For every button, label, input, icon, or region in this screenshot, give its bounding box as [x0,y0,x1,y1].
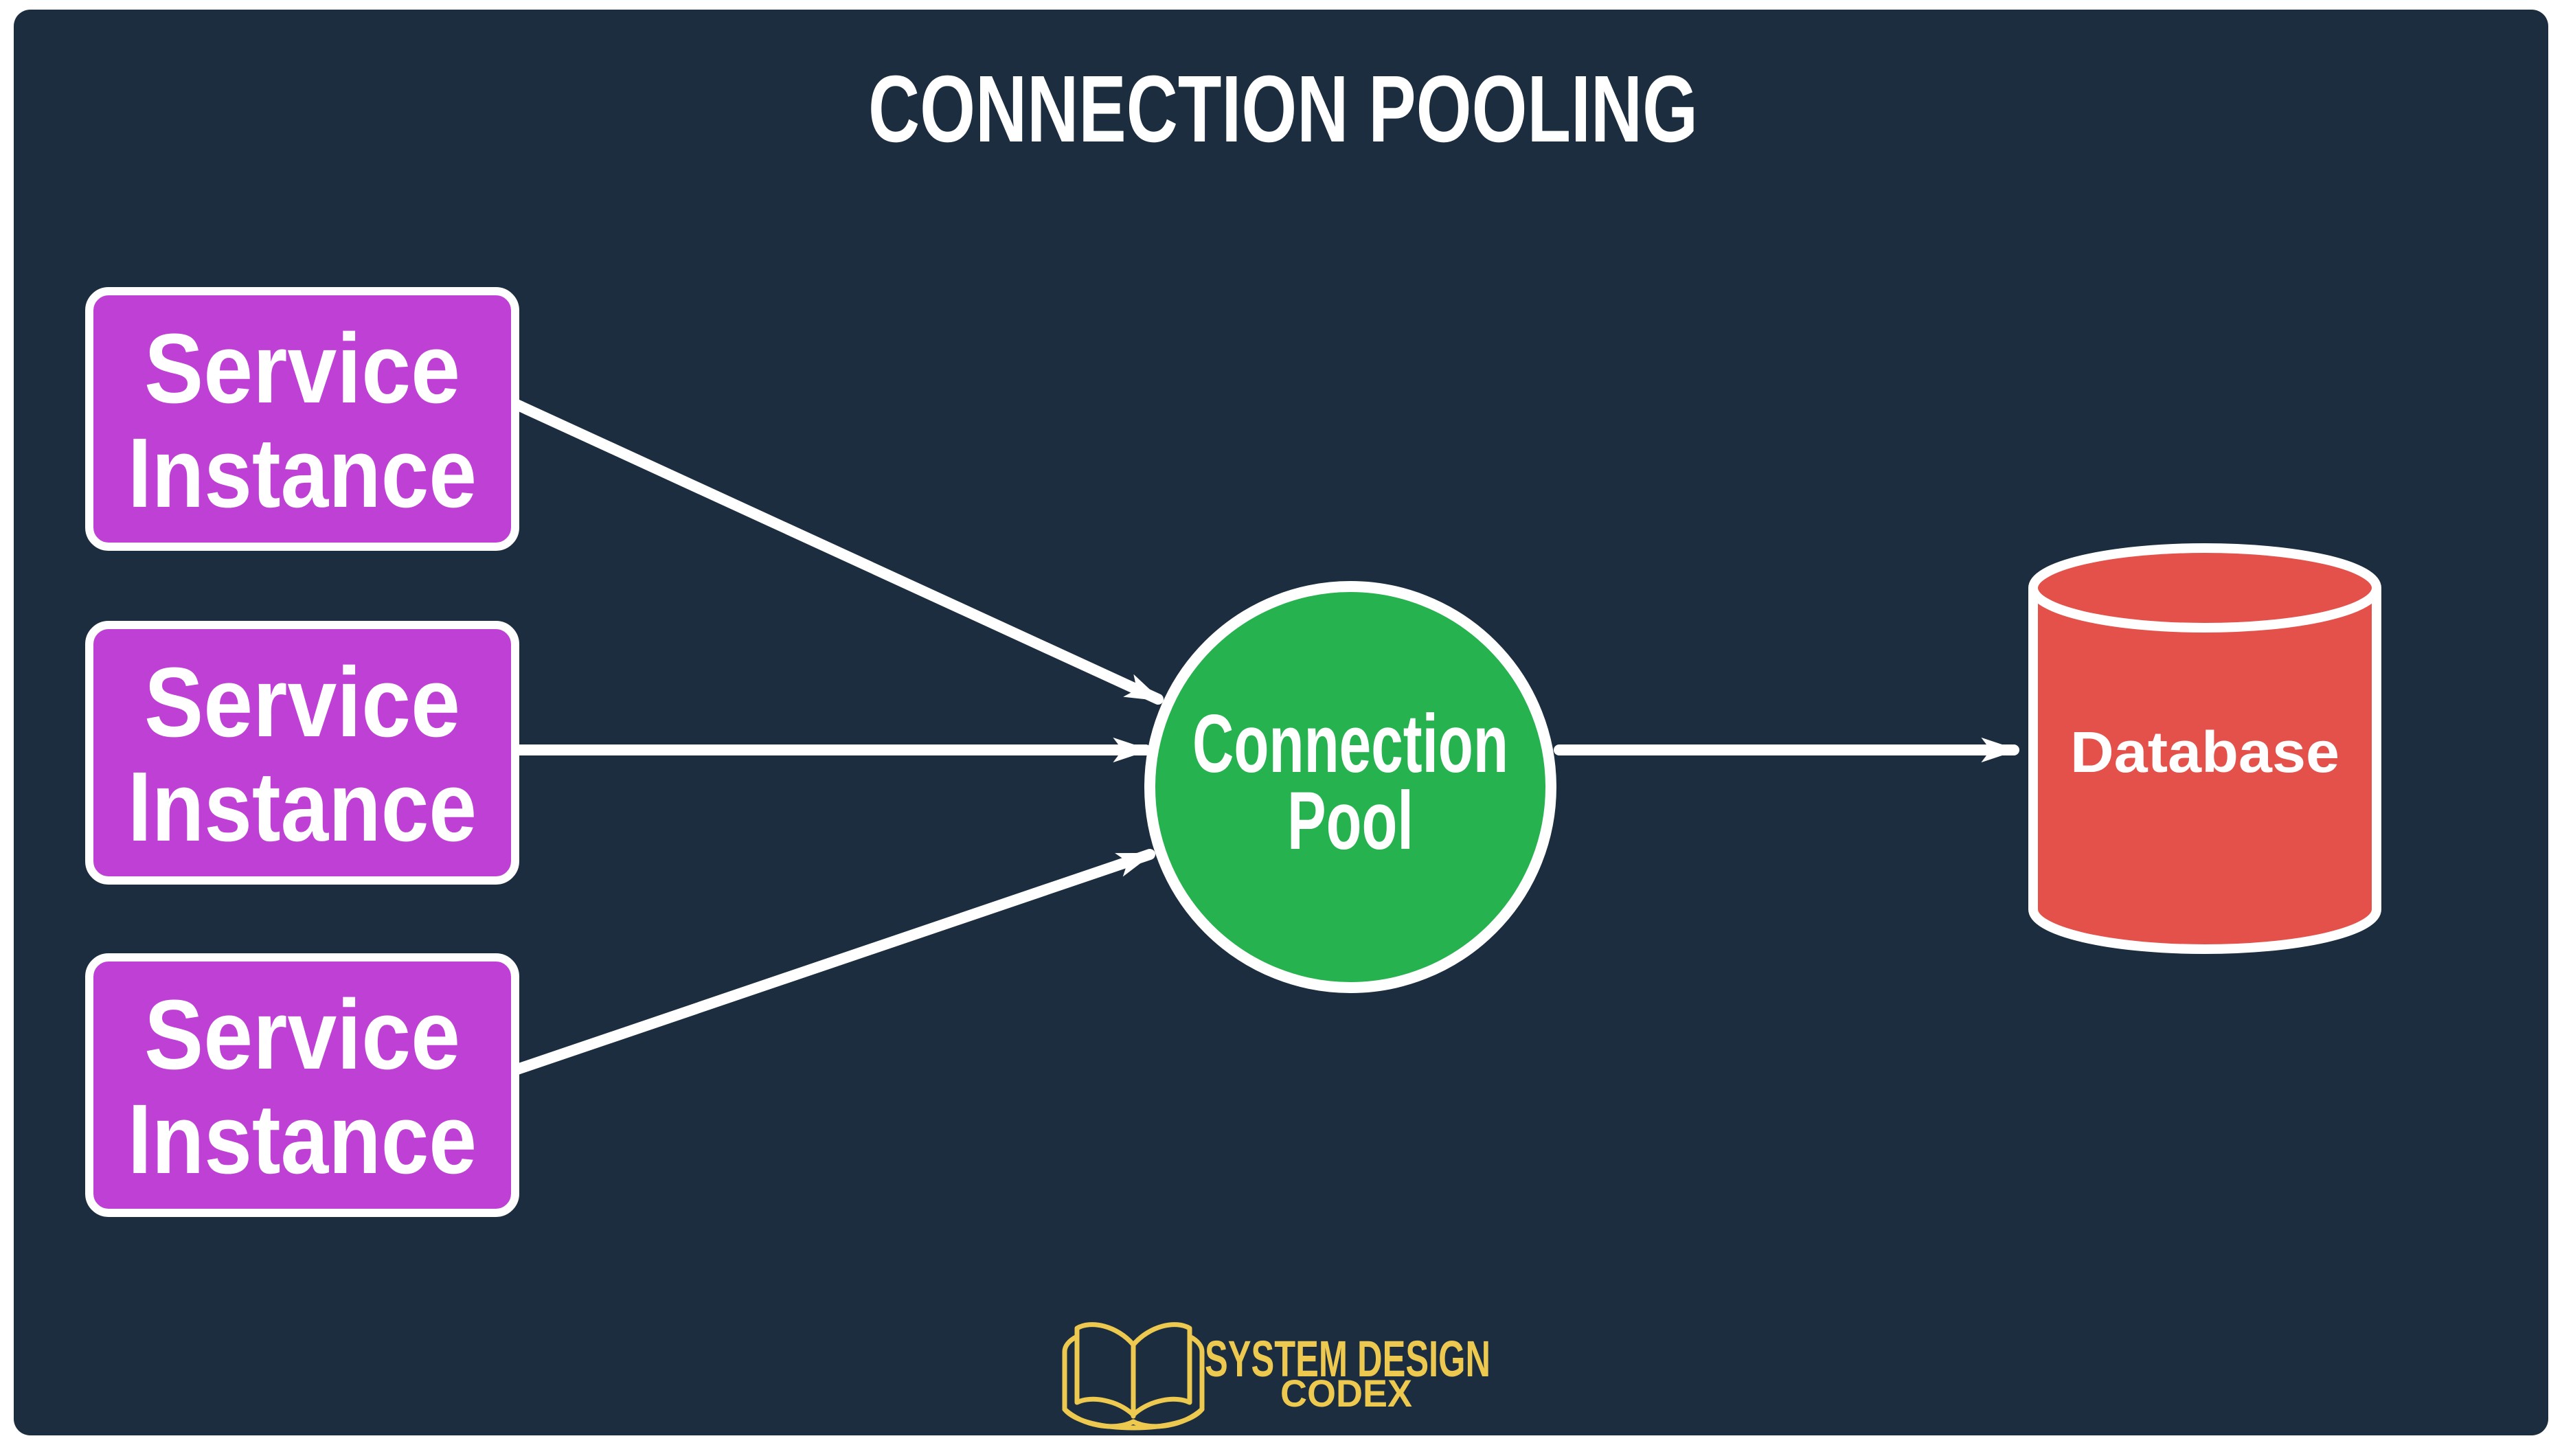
service-instance-box [85,287,519,551]
service-instance-box [85,953,519,1217]
service-instance-label-line2: Instance [128,751,477,862]
service-instance-label-line2: Instance [128,1084,477,1194]
connection-pool-label-line2: Pool [1287,775,1414,867]
connection-pool-node: Connection Pool [1144,581,1556,993]
database-node: Database [2028,543,2381,954]
database-cylinder-top [2028,543,2381,633]
book-left-page [1074,1322,1136,1418]
service-instance-label-line1: Service [144,979,460,1090]
book-right-page [1131,1322,1192,1418]
edge-service1-to-pool [510,398,1164,705]
database-label: Database [2070,720,2339,784]
service-instance-label-line2: Instance [128,418,477,528]
database-cylinder-body [2028,588,2381,954]
diagram-title: CONNECTION POOLING [868,56,1698,162]
open-book-icon [1062,1322,1205,1431]
connection-pool-label-line1: Connection [1192,698,1508,790]
connection-pool-circle [1144,581,1556,993]
book-base [1062,1407,1205,1431]
service-instance-label-line1: Service [144,647,460,758]
brand-footer: SYSTEM DESIGN CODEX [1062,1322,1490,1431]
brand-name-line1: SYSTEM DESIGN [1205,1330,1490,1387]
service-instance-node-1: Service Instance [85,287,519,551]
edge-service3-to-pool [510,849,1155,1076]
service-instance-node-3: Service Instance [85,953,519,1217]
service-instance-node-2: Service Instance [85,621,519,885]
brand-name-line2: CODEX [1280,1372,1412,1415]
service-instance-box [85,621,519,885]
service-instance-label-line1: Service [144,313,460,424]
